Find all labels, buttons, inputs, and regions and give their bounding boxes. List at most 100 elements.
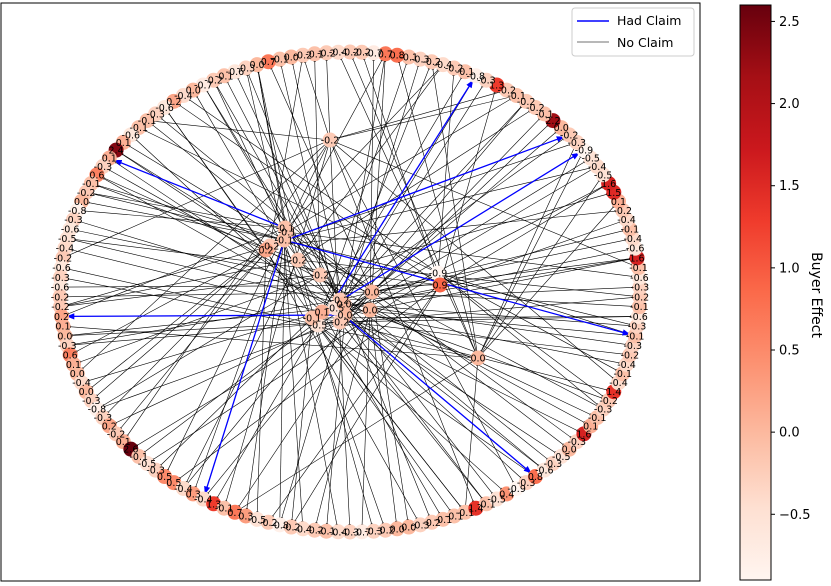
edge xyxy=(398,59,479,359)
edge xyxy=(374,257,638,310)
node-value-label: -0.4 xyxy=(329,48,348,59)
claim-edge xyxy=(317,79,474,326)
node-value-label: -0.4 xyxy=(434,60,453,71)
outer-node xyxy=(249,511,265,527)
edge xyxy=(439,221,622,286)
outer-node xyxy=(354,44,370,60)
edge xyxy=(437,272,631,335)
node-value-label: -0.7 xyxy=(364,48,383,59)
legend: Had Claim No Claim xyxy=(571,7,695,57)
edge xyxy=(297,259,636,298)
legend-label-no-claim: No Claim xyxy=(617,35,673,50)
edge xyxy=(334,307,558,454)
outer-node xyxy=(342,44,358,60)
edge xyxy=(344,130,558,316)
node-value-label: -0.3 xyxy=(341,528,360,539)
outer-node xyxy=(412,51,428,67)
edge xyxy=(304,59,331,141)
node-value-label: -0.6 xyxy=(626,244,645,255)
edge xyxy=(371,291,409,523)
node-value-label: 0.1 xyxy=(66,360,81,371)
edge xyxy=(245,239,285,512)
node-value-label: -0.3 xyxy=(146,109,165,120)
edge xyxy=(69,307,336,337)
inner-node xyxy=(362,302,378,318)
node-value-label: -0.1 xyxy=(215,71,234,82)
edge xyxy=(340,53,386,318)
edge xyxy=(343,84,484,305)
edge xyxy=(90,193,285,241)
edge xyxy=(334,307,541,468)
node-value-label: 0.0 xyxy=(57,331,72,342)
node-value-label: 0.1 xyxy=(583,421,598,432)
edge xyxy=(288,242,604,410)
edge xyxy=(91,183,280,239)
node-value-label: -0.5 xyxy=(248,515,267,526)
edge xyxy=(317,296,635,326)
node-value-label: -0.3 xyxy=(237,63,256,74)
node-value-label: -0.5 xyxy=(594,170,613,181)
edge xyxy=(115,149,263,248)
inner-node xyxy=(258,242,274,258)
node-value-label: 0.0 xyxy=(364,288,379,299)
node-value-label: -0.4 xyxy=(194,495,213,506)
edge xyxy=(477,154,582,359)
node-value-label: -0.5 xyxy=(581,154,600,165)
edge xyxy=(290,317,313,523)
edge xyxy=(67,238,340,304)
node-value-label: 0.1 xyxy=(116,138,131,149)
edge xyxy=(343,303,431,518)
plot-frame xyxy=(0,2,701,582)
node-value-label: -0.2 xyxy=(204,76,223,87)
node-value-label: -0.2 xyxy=(289,256,308,267)
node-value-label: -0.1 xyxy=(477,499,496,510)
claim-edge xyxy=(334,307,532,474)
edge xyxy=(151,120,331,141)
edge xyxy=(291,61,345,305)
edge xyxy=(477,204,616,359)
outer-node xyxy=(283,49,299,65)
node-value-label: -0.6 xyxy=(51,283,70,294)
node-value-label: -0.3 xyxy=(411,55,430,66)
edge xyxy=(437,272,605,398)
colorbar-tick-label: 2.0 xyxy=(779,97,800,112)
node-value-label: -0.3 xyxy=(628,322,647,333)
node-value-label: 2.2 xyxy=(545,116,560,127)
node-value-label: 0.7 xyxy=(378,49,393,60)
inner-node xyxy=(314,304,330,320)
node-value-label: 0.1 xyxy=(314,308,329,319)
edge xyxy=(334,66,431,309)
edge xyxy=(194,239,285,490)
inner-node xyxy=(336,296,352,312)
node-value-label: -0.1 xyxy=(270,55,289,66)
node-value-label: -0.1 xyxy=(434,515,453,526)
edge xyxy=(69,248,323,313)
edge xyxy=(65,277,479,359)
node-value-label: -0.6 xyxy=(629,312,648,323)
node-value-label: -0.2 xyxy=(317,48,336,59)
node-value-label: -0.2 xyxy=(282,523,301,534)
node-value-label: -0.1 xyxy=(305,49,324,60)
edge xyxy=(65,259,299,307)
node-value-label: 0.0 xyxy=(554,123,569,134)
edge xyxy=(269,210,618,247)
edge xyxy=(234,360,474,513)
node-value-label: 0.2 xyxy=(166,97,181,108)
edge xyxy=(279,232,287,525)
outer-node xyxy=(401,519,417,535)
node-value-label: -0.4 xyxy=(617,360,636,371)
node-value-label: 0.2 xyxy=(258,246,273,257)
node-value-label: 0.6 xyxy=(89,170,104,181)
edge xyxy=(69,321,341,337)
node-value-label: -0.4 xyxy=(294,524,313,535)
outer-node xyxy=(412,517,428,533)
edge xyxy=(317,324,532,474)
node-value-label: -0.9 xyxy=(507,484,526,495)
node-value-label: 0.7 xyxy=(261,57,276,68)
node-value-label: -0.2 xyxy=(560,130,579,141)
node-value-label: -0.2 xyxy=(422,57,441,68)
edge xyxy=(256,64,285,224)
outer-node xyxy=(435,57,451,73)
node-value-label: -0.2 xyxy=(51,302,70,313)
node-value-label: 1.6 xyxy=(576,429,591,440)
